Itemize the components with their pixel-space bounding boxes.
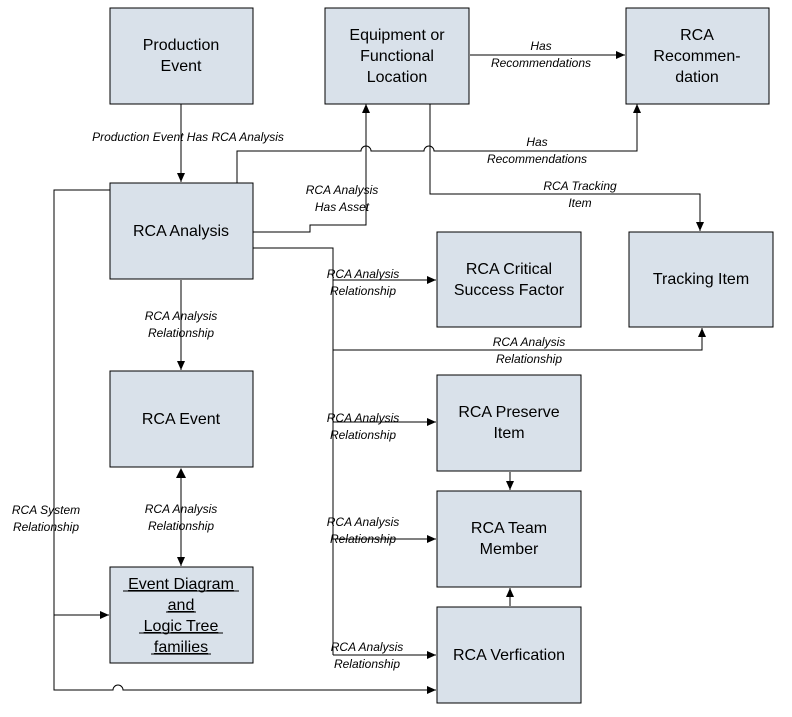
label-rel-preserve-2: Relationship	[330, 428, 396, 442]
node-rca-recommendation-label-2: Recommen-	[653, 48, 740, 65]
label-rel-team-1: RCA Analysis	[327, 515, 399, 529]
label-system-rel-1: RCA System	[12, 503, 80, 517]
node-rca-verification-label: RCA Verfication	[453, 647, 565, 664]
label-rel-event-1: RCA Analysis	[145, 309, 217, 323]
label-rca-tracking-1: RCA Tracking	[543, 179, 617, 193]
edge-equipment-to-tracking	[429, 104, 704, 231]
label-rel-team-2: Relationship	[330, 532, 396, 546]
node-equipment-label-3: Location	[367, 69, 428, 86]
edge-to-tracking	[333, 328, 706, 351]
node-rca-event-label: RCA Event	[142, 411, 221, 428]
node-rca-analysis[interactable]: RCA Analysis	[109, 182, 254, 280]
node-production-event[interactable]: Production Event	[109, 7, 254, 105]
node-rca-preserve-label-2: Item	[493, 425, 524, 442]
node-equipment[interactable]: Equipment or Functional Location	[324, 7, 470, 105]
label-rel-verification-1: RCA Analysis	[331, 640, 403, 654]
label-rel-critical-2: Relationship	[330, 284, 396, 298]
label-rel-verification-2: Relationship	[334, 657, 400, 671]
node-equipment-label-1: Equipment or	[349, 27, 445, 44]
node-event-diagram-link-2[interactable]: and	[168, 597, 195, 614]
node-tracking-item-label: Tracking Item	[653, 271, 749, 288]
node-rca-critical-label-2: Success Factor	[454, 282, 565, 299]
node-rca-preserve[interactable]: RCA Preserve Item	[436, 374, 582, 472]
label-production-has-analysis: Production Event Has RCA Analysis	[92, 130, 284, 144]
node-rca-team-label-2: Member	[480, 541, 539, 558]
node-rca-analysis-label: RCA Analysis	[133, 223, 229, 240]
label-rel-diagram-1: RCA Analysis	[145, 502, 217, 516]
node-event-diagram-link-4[interactable]: families	[154, 639, 208, 656]
node-rca-verification[interactable]: RCA Verfication	[436, 606, 582, 704]
label-rel-tracking-2: Relationship	[496, 352, 562, 366]
edge-analysis-to-equipment	[253, 104, 370, 233]
label-equip-has-rec-1: Has	[530, 39, 551, 53]
node-event-diagram-link-1[interactable]: Event Diagram	[128, 576, 234, 593]
label-system-rel-2: Relationship	[13, 520, 79, 534]
label-rel-tracking-1: RCA Analysis	[493, 335, 565, 349]
label-rel-diagram-2: Relationship	[148, 519, 214, 533]
edge-event-diagram-start-arrow	[176, 468, 186, 478]
node-rca-critical-label-1: RCA Critical	[466, 261, 552, 278]
node-rca-team-label-1: RCA Team	[471, 520, 547, 537]
node-equipment-label-2: Functional	[360, 48, 434, 65]
label-rca-tracking-2: Item	[568, 196, 591, 210]
node-rca-preserve-label-1: RCA Preserve	[458, 404, 559, 421]
node-rca-recommendation-label-1: RCA	[680, 27, 714, 44]
label-rel-critical-1: RCA Analysis	[327, 267, 399, 281]
node-rca-event[interactable]: RCA Event	[109, 370, 254, 468]
label-rel-preserve-1: RCA Analysis	[327, 411, 399, 425]
label-analysis-has-rec-2: Recommendations	[487, 152, 587, 166]
label-analysis-has-asset-2: Has Asset	[315, 200, 370, 214]
node-production-event-label-2: Event	[161, 58, 202, 75]
edge-system-relationship	[53, 189, 436, 694]
node-rca-critical[interactable]: RCA Critical Success Factor	[436, 231, 582, 328]
label-rel-event-2: Relationship	[148, 326, 214, 340]
node-rca-team[interactable]: RCA Team Member	[436, 490, 582, 588]
label-equip-has-rec-2: Recommendations	[491, 56, 591, 70]
node-tracking-item[interactable]: Tracking Item	[628, 231, 774, 328]
edge-analysis-trunk	[253, 247, 334, 655]
node-rca-recommendation-label-3: dation	[675, 69, 719, 86]
node-event-diagram-link-3[interactable]: Logic Tree	[144, 618, 219, 635]
node-rca-recommendation[interactable]: RCA Recommen- dation	[625, 7, 770, 105]
label-analysis-has-asset-1: RCA Analysis	[306, 183, 378, 197]
label-analysis-has-rec-1: Has	[526, 135, 547, 149]
node-event-diagram[interactable]: Event Diagram and Logic Tree families	[109, 566, 254, 664]
node-production-event-label-1: Production	[143, 37, 220, 54]
edge-analysis-to-recommendation	[236, 104, 641, 183]
